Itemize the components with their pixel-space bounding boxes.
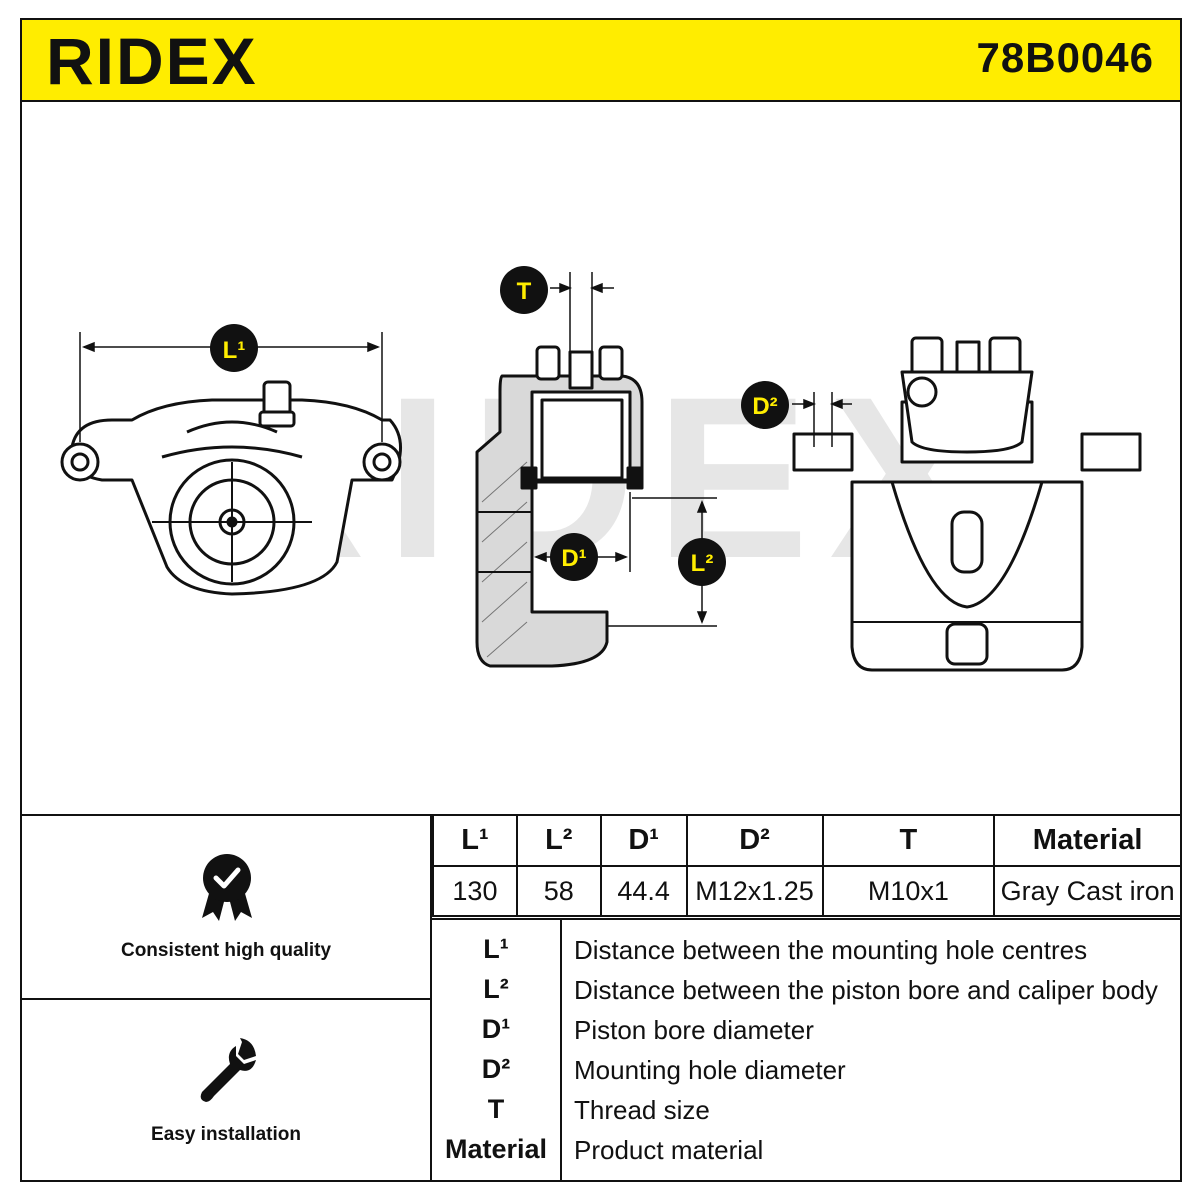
spec-header-l1: L¹ [432, 816, 518, 867]
legend-symbol: T [487, 1094, 505, 1124]
dimension-d1 [531, 492, 631, 572]
product-sheet: RIDEX 78B0046 RIDEX [20, 18, 1182, 1182]
spec-value-d2: M12x1.25 [685, 865, 824, 917]
spec-table: L¹ L² D¹ D² T Material 130 58 44.4 M12x1… [432, 816, 1180, 917]
spec-value-l1: 130 [432, 865, 518, 917]
legend-divider [560, 920, 562, 1182]
part-number: 78B0046 [976, 34, 1154, 81]
l1-marker [210, 324, 258, 372]
wrench-icon [200, 1038, 256, 1102]
t-marker [500, 266, 548, 314]
spec-header-l2: L² [515, 816, 602, 867]
spec-header-row: L¹ L² D¹ D² T Material [432, 816, 1180, 867]
legend-symbol: L¹ [483, 934, 509, 964]
legend-symbol: L² [483, 974, 509, 1004]
d2-label: D² [752, 393, 777, 420]
d2-marker [741, 381, 789, 429]
technical-drawing: RIDEX [22, 102, 1180, 814]
spec-header-d2: D² [685, 816, 824, 867]
legend-table: L¹ Distance between the mounting hole ce… [432, 918, 1180, 1182]
legend-row: L¹ Distance between the mounting hole ce… [432, 930, 1180, 970]
legend-row: D² Mounting hole diameter [432, 1050, 1180, 1090]
feature-installation: Easy installation [22, 1000, 430, 1182]
dimension-d2 [792, 392, 852, 447]
spec-value-d1: 44.4 [599, 865, 688, 917]
t-label: T [517, 278, 532, 305]
dimension-t [550, 272, 614, 352]
d1-marker [550, 533, 598, 581]
spec-value-t: M10x1 [821, 865, 996, 917]
feature-quality-label: Consistent high quality [120, 940, 332, 961]
legend-row: T Thread size [432, 1090, 1180, 1130]
legend-description: Product material [574, 1135, 764, 1165]
legend-description: Piston bore diameter [574, 1015, 814, 1045]
feature-panel: Consistent high quality Easy installatio… [22, 816, 432, 1182]
legend-description: Thread size [574, 1095, 710, 1125]
caliper-side-view [792, 336, 1142, 672]
spec-header-material: Material [993, 816, 1180, 867]
spec-value-material: Gray Cast iron [993, 865, 1180, 917]
caliper-front-view [60, 380, 402, 596]
legend-row: D¹ Piston bore diameter [432, 1010, 1180, 1050]
feature-quality: Consistent high quality [22, 816, 430, 1000]
ridex-logo: RIDEX [46, 26, 258, 96]
legend-description: Mounting hole diameter [574, 1055, 846, 1085]
legend-row: Material Product material [432, 1130, 1180, 1170]
caliper-section-view [475, 345, 644, 668]
spec-header-d1: D¹ [599, 816, 688, 867]
l1-label: L¹ [223, 337, 246, 364]
l2-label: L² [691, 550, 714, 577]
legend-symbol: Material [444, 1134, 548, 1164]
l2-marker [678, 538, 726, 586]
quality-badge-icon [202, 854, 252, 921]
d1-label: D¹ [561, 545, 586, 572]
header-bar: RIDEX 78B0046 [22, 20, 1180, 102]
legend-description: Distance between the mounting hole centr… [574, 935, 1088, 965]
dimension-l2 [607, 497, 717, 627]
feature-installation-label: Easy installation [151, 1124, 301, 1145]
spec-header-t: T [821, 816, 996, 867]
legend-row: L² Distance between the piston bore and … [432, 970, 1180, 1010]
svg-text:RIDEX: RIDEX [46, 26, 258, 96]
legend-symbol: D² [481, 1054, 511, 1084]
legend-description: Distance between the piston bore and cal… [574, 975, 1158, 1005]
legend-symbol: D¹ [481, 1014, 511, 1044]
spec-value-row: 130 58 44.4 M12x1.25 M10x1 Gray Cast iro… [432, 865, 1180, 917]
spec-value-l2: 58 [515, 865, 602, 917]
spec-section: Consistent high quality Easy installatio… [22, 814, 1180, 1182]
